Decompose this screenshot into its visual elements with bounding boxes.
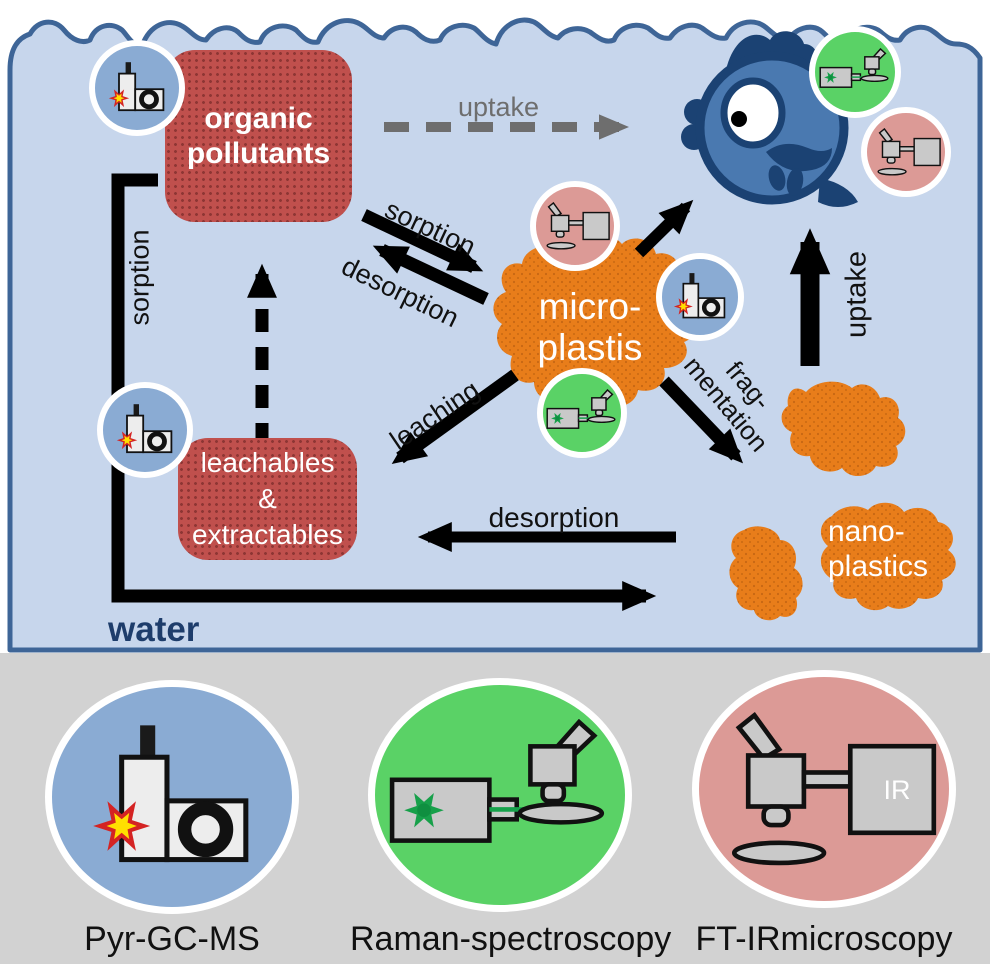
raman-chip-fish <box>809 26 901 118</box>
ft-ir-icon <box>870 128 942 176</box>
organic-pollutants-label-line1: organic <box>204 102 313 135</box>
fish-belly-fin-2 <box>786 168 804 196</box>
fish-gill-mark <box>766 143 832 172</box>
uptake-vertical-label: uptake <box>840 250 873 339</box>
pyr-chip-leachables <box>97 382 193 478</box>
ft-ir-icon <box>539 202 611 250</box>
nanoplastics-label: nano- plastics <box>828 514 968 584</box>
fish-belly-fin-1 <box>768 165 786 191</box>
legend-circle-ftir: IR <box>692 670 956 908</box>
legend-label-raman: Raman-spectroscopy <box>350 920 672 958</box>
legend-label-ftir: FT-IRmicroscopy <box>695 920 953 958</box>
desorption-horizontal-label: desorption <box>488 502 620 533</box>
uptake-dashed-label: uptake <box>458 92 540 122</box>
pyr-gc-ms-icon <box>672 272 728 322</box>
legend-label-pyr: Pyr-GC-MS <box>84 920 260 958</box>
raman-icon <box>545 389 619 438</box>
legend-circle-pyr <box>45 680 299 914</box>
legend-circle-raman <box>368 678 632 912</box>
microplastics-label: micro- plastis <box>505 286 675 368</box>
pyr-chip-micro <box>656 253 744 341</box>
pyr-chip-organic <box>89 40 185 136</box>
sorption-arrow <box>361 209 484 273</box>
leachables-box: leachables & extractables <box>178 438 357 560</box>
ftir-chip-fish <box>861 107 951 197</box>
nanoplastics-blob-top <box>781 381 906 477</box>
ftir-chip-micro <box>530 181 620 271</box>
leaching-arrow <box>391 369 519 464</box>
leachables-label-line2: & <box>258 483 277 514</box>
fish <box>681 31 858 207</box>
fish-pupil <box>731 111 747 127</box>
pyr-gc-ms-icon <box>107 61 167 115</box>
microplastics-label-line2: plastis <box>537 327 643 368</box>
nanoplastics-label-line2: plastics <box>828 550 929 583</box>
raman-icon <box>818 48 892 97</box>
ir-box-label: IR <box>883 775 911 805</box>
nanoplastics-blob-right <box>820 502 956 611</box>
organic-pollutants-box: organic pollutants <box>165 50 352 222</box>
leachables-label-line3: extractables <box>192 519 343 550</box>
fragmentation-arrow <box>659 376 744 464</box>
desorption-arrow <box>372 244 489 305</box>
sorption-corner-arrow <box>111 173 657 611</box>
water-label: water <box>108 610 200 649</box>
microplastics-blob <box>493 233 697 410</box>
nanoplastics-label-line1: nano- <box>828 515 905 548</box>
leachables-label-line1: leachables <box>200 447 335 478</box>
fish-tail-fin <box>818 178 858 207</box>
fish-eye <box>720 77 786 149</box>
sorption-vertical-label: sorption <box>124 229 155 326</box>
fish-uptake-small-arrow <box>634 199 694 258</box>
raman-icon <box>386 719 614 871</box>
pyr-gc-ms-icon <box>88 722 256 873</box>
organic-pollutants-label-line2: pollutants <box>186 137 331 170</box>
raman-chip-micro <box>537 368 627 458</box>
nanoplastics-blob-left <box>729 526 803 621</box>
pyr-gc-ms-icon <box>115 403 175 457</box>
microplastics-label-line1: micro- <box>538 286 642 327</box>
